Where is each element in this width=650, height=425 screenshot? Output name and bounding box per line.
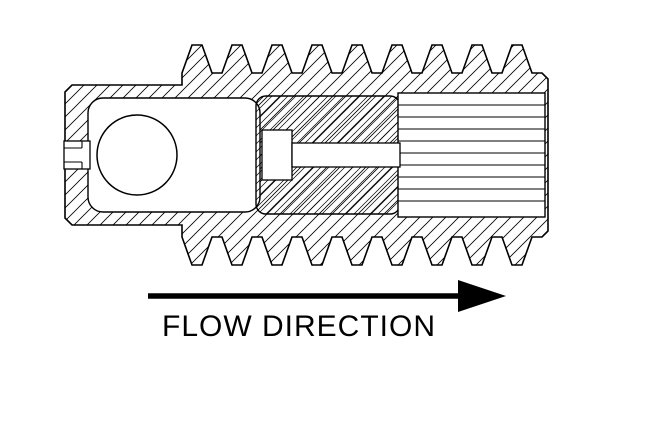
poppet-stem (291, 142, 401, 168)
spring-coil-lines (398, 104, 545, 202)
flow-arrow-icon (148, 280, 506, 312)
flow-direction-label: FLOW DIRECTION (162, 310, 436, 343)
inlet-port (63, 140, 91, 170)
spring-plug (397, 92, 546, 218)
poppet-seat (261, 129, 293, 181)
ball (96, 114, 178, 196)
